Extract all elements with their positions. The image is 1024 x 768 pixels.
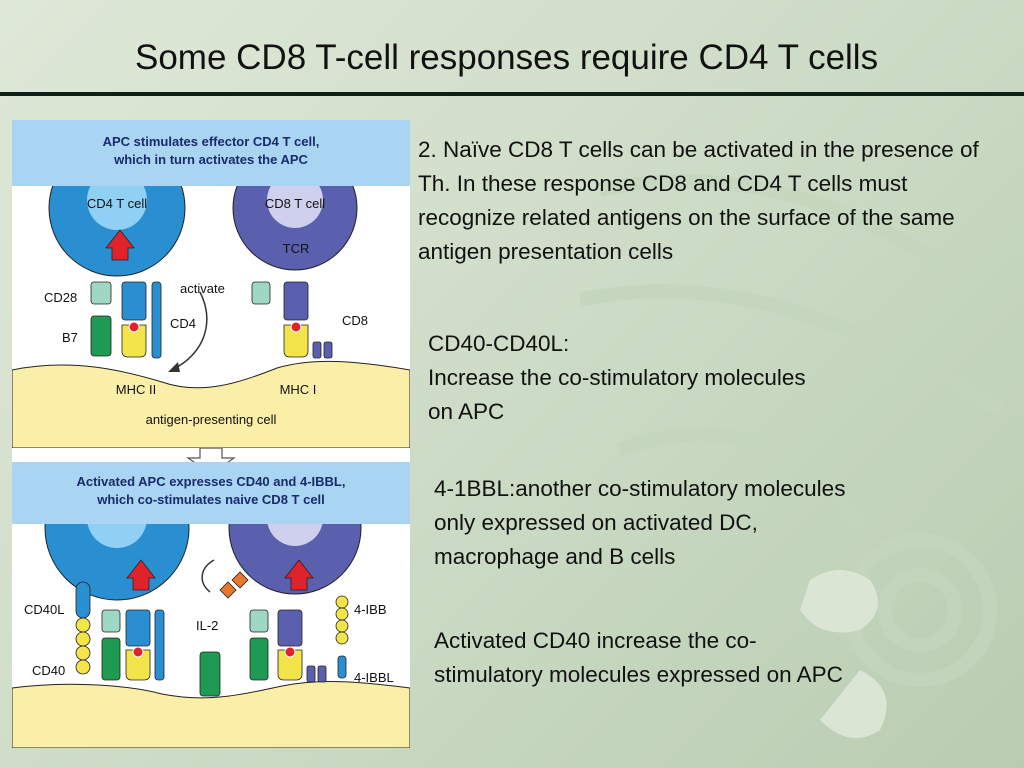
activate-arrow — [171, 291, 208, 371]
b7-ligand — [90, 315, 112, 357]
b7-label: B7 — [62, 330, 78, 345]
cd28-receptor — [90, 281, 112, 305]
mhc1-molecule-bottom — [277, 649, 303, 681]
paragraph-activated-cd40: Activated CD40 increase the co-stimulato… — [434, 628, 843, 687]
paragraph-4-1bbl: 4-1BBL:another co-stimulatory molecules … — [434, 476, 846, 569]
tcr-label: TCR — [283, 241, 310, 256]
immunology-figure: APC stimulates effector CD4 T cell, whic… — [12, 120, 410, 748]
title-divider — [0, 92, 1024, 96]
cd4-label: CD4 — [170, 316, 196, 331]
top-header-line2: which in turn activates the APC — [113, 152, 308, 167]
cd8-t-cell-label: CD8 T cell — [265, 196, 325, 211]
cd8-cd28-bottom — [249, 609, 269, 633]
background-ornament — [578, 174, 1004, 738]
paragraph-cd40-cd40l: CD40-CD40L: Increase the co-stimulatory … — [428, 331, 806, 424]
mhc2-molecule-bottom — [125, 649, 151, 681]
bottom-header-line2: which co-stimulates naive CD8 T cell — [96, 492, 325, 507]
b7-ligand-cd8 — [249, 637, 269, 681]
4-ibb-receptor — [335, 595, 349, 645]
cd8-cd28-receptor — [251, 281, 271, 305]
apc-membrane-bottom — [12, 681, 410, 748]
apc-label: antigen-presenting cell — [146, 412, 277, 427]
b7-ligand-bottom — [101, 637, 121, 681]
cd28-label: CD28 — [44, 290, 77, 305]
bottom-panel: Activated APC expresses CD40 and 4-IBBL,… — [12, 462, 410, 748]
antigen-peptide-bottom — [132, 646, 144, 658]
bottom-panel-header — [12, 462, 410, 524]
cd28-receptor-bottom — [101, 609, 121, 633]
4-ibbl-label: 4-IBBL — [354, 670, 394, 685]
slide-title: Some CD8 T-cell responses require CD4 T … — [135, 38, 879, 77]
cd4-coreceptor-bottom — [154, 609, 165, 681]
cd8-coreceptor-b — [323, 341, 333, 359]
cd40l-molecule — [75, 581, 91, 619]
cd4-coreceptor — [151, 281, 162, 359]
il2-cytokine-icon — [219, 571, 249, 599]
mhc1-label: MHC I — [280, 382, 317, 397]
activate-label: activate — [180, 281, 225, 296]
cd40-molecule — [75, 617, 91, 675]
top-panel: APC stimulates effector CD4 T cell, whic… — [12, 120, 410, 448]
mhc2-molecule — [121, 324, 147, 358]
cd8-tcr-bottom — [277, 609, 303, 647]
cd8-label: CD8 — [342, 313, 368, 328]
cd8-tcr — [283, 281, 309, 321]
cd4-t-cell-label: CD4 T cell — [87, 196, 147, 211]
signal-arrow-icon-cd8 — [284, 559, 314, 591]
cd4-tcr — [121, 281, 147, 321]
apc-membrane — [12, 360, 410, 448]
antigen-peptide-mhc1-bottom — [284, 646, 296, 658]
cd4-tcr-bottom — [125, 609, 151, 647]
il2-label: IL-2 — [196, 618, 218, 633]
cd40l-label: CD40L — [24, 602, 64, 617]
signal-arrow-icon — [105, 229, 135, 261]
antigen-peptide — [128, 321, 140, 333]
signal-arrow-icon-cd4 — [126, 559, 156, 591]
top-panel-header — [12, 120, 410, 186]
cd8-coreceptor-bottom-a — [306, 665, 316, 683]
activate-arrowhead-icon — [168, 362, 180, 372]
antigen-peptide-mhc1 — [290, 321, 302, 333]
il2-arrow — [201, 559, 215, 593]
cd8-coreceptor-bottom-b — [317, 665, 327, 683]
4-ibb-label: 4-IBB — [354, 602, 387, 617]
paragraph-naive-cd8: 2. Naïve CD8 T cells can be activated in… — [418, 137, 979, 264]
4-ibbl-ligand — [337, 655, 347, 679]
cd40-label: CD40 — [32, 663, 65, 678]
mhc1-molecule — [283, 324, 309, 358]
b7-ligand-free — [199, 651, 221, 697]
bottom-header-line1: Activated APC expresses CD40 and 4-IBBL, — [76, 474, 345, 489]
cd8-coreceptor-a — [312, 341, 322, 359]
mhc2-label: MHC II — [116, 382, 156, 397]
top-header-line1: APC stimulates effector CD4 T cell, — [103, 134, 320, 149]
